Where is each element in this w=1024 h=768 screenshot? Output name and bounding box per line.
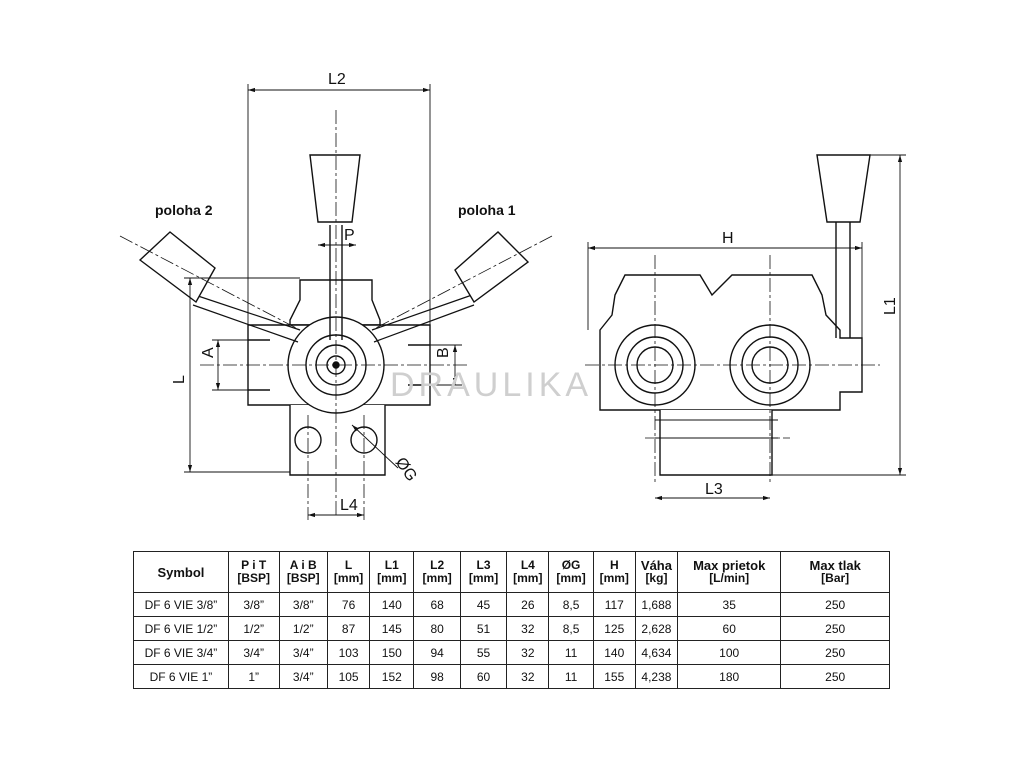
table-cell: 125	[592, 616, 636, 641]
header-cell: Max tlak[Bar]	[780, 551, 890, 593]
table-cell: 60	[677, 616, 782, 641]
table-cell: 45	[459, 592, 508, 617]
table-cell: 26	[506, 592, 550, 617]
dim-label-l4: L4	[340, 497, 358, 514]
table-cell: 68	[413, 592, 461, 617]
table-cell: 98	[413, 664, 461, 689]
header-cell: L3[mm]	[459, 551, 508, 593]
dim-label-l2: L2	[328, 71, 346, 88]
header-cell: L[mm]	[326, 551, 371, 593]
table-cell: 3/8”	[227, 592, 280, 617]
table-cell: 4,634	[634, 640, 679, 665]
table-cell: 250	[780, 592, 890, 617]
table-cell: 3/4”	[278, 664, 328, 689]
table-cell: 140	[369, 592, 415, 617]
header-cell: Max prietok[L/min]	[677, 551, 782, 593]
header-cell: Váha[kg]	[634, 551, 679, 593]
table-cell: DF 6 VIE 1/2”	[133, 616, 229, 641]
center-lines-side	[585, 255, 880, 485]
table-cell: 11	[548, 640, 594, 665]
table-cell: 4,238	[634, 664, 679, 689]
dim-label-a: A	[200, 347, 217, 358]
table-cell: 3/4”	[227, 640, 280, 665]
header-cell: A i B[BSP]	[278, 551, 328, 593]
table-cell: 8,5	[548, 616, 594, 641]
table-cell: 94	[413, 640, 461, 665]
table-cell: 1/2”	[227, 616, 280, 641]
header-cell: L4[mm]	[506, 551, 550, 593]
header-cell: Symbol	[133, 551, 229, 593]
table-cell: 51	[459, 616, 508, 641]
watermark: DRAULIKA	[390, 366, 592, 404]
table-cell: 3/4”	[278, 640, 328, 665]
dimensions-side	[587, 154, 906, 501]
position-label-left: poloha 2	[155, 202, 213, 218]
table-cell: 32	[506, 664, 550, 689]
header-cell: H[mm]	[592, 551, 636, 593]
header-cell: L2[mm]	[413, 551, 461, 593]
table-cell: 250	[780, 640, 890, 665]
dim-label-l: L	[171, 375, 188, 384]
table-cell: 250	[780, 616, 890, 641]
table-cell: 145	[369, 616, 415, 641]
table-cell: 3/8”	[278, 592, 328, 617]
table-cell: 76	[326, 592, 371, 617]
dim-label-b: B	[435, 347, 452, 358]
table-cell: 117	[592, 592, 636, 617]
table-cell: 55	[459, 640, 508, 665]
table-header-row: Symbol P i T[BSP] A i B[BSP] L[mm] L1[mm…	[133, 551, 890, 593]
header-cell: P i T[BSP]	[227, 551, 280, 593]
table-cell: 8,5	[548, 592, 594, 617]
table-cell: 1/2”	[278, 616, 328, 641]
table-cell: 100	[677, 640, 782, 665]
technical-drawing: DRAULIKA L2 P L A B L4 ØG H L1 L3 poloha…	[119, 71, 906, 520]
table-cell: 80	[413, 616, 461, 641]
table-cell: 250	[780, 664, 890, 689]
table-cell: 1,688	[634, 592, 679, 617]
dim-label-h: H	[722, 230, 734, 247]
table-cell: 155	[592, 664, 636, 689]
table-cell: 180	[677, 664, 782, 689]
table-cell: 105	[326, 664, 371, 689]
table-cell: 150	[369, 640, 415, 665]
spec-table: Symbol P i T[BSP] A i B[BSP] L[mm] L1[mm…	[133, 551, 890, 689]
table-cell: 60	[459, 664, 508, 689]
table-cell: 2,628	[634, 616, 679, 641]
table-cell: 11	[548, 664, 594, 689]
dim-label-l3: L3	[705, 481, 723, 498]
dim-label-g: ØG	[392, 455, 420, 485]
position-label-right: poloha 1	[458, 202, 516, 218]
center-lines-front	[119, 110, 553, 520]
table-cell: 32	[506, 616, 550, 641]
table-cell: 87	[326, 616, 371, 641]
dimensions-front	[184, 84, 462, 518]
table-cell: 35	[677, 592, 782, 617]
table-cell: 103	[326, 640, 371, 665]
header-cell: L1[mm]	[369, 551, 415, 593]
table-cell: DF 6 VIE 3/4”	[133, 640, 229, 665]
table-cell: 32	[506, 640, 550, 665]
table-cell: 140	[592, 640, 636, 665]
table-cell: 152	[369, 664, 415, 689]
header-cell: ØG[mm]	[548, 551, 594, 593]
dim-label-l1: L1	[882, 297, 899, 315]
dim-label-p: P	[344, 227, 355, 244]
table-cell: DF 6 VIE 3/8”	[133, 592, 229, 617]
table-cell: DF 6 VIE 1”	[133, 664, 229, 689]
table-cell: 1”	[227, 664, 280, 689]
side-view	[599, 154, 871, 476]
